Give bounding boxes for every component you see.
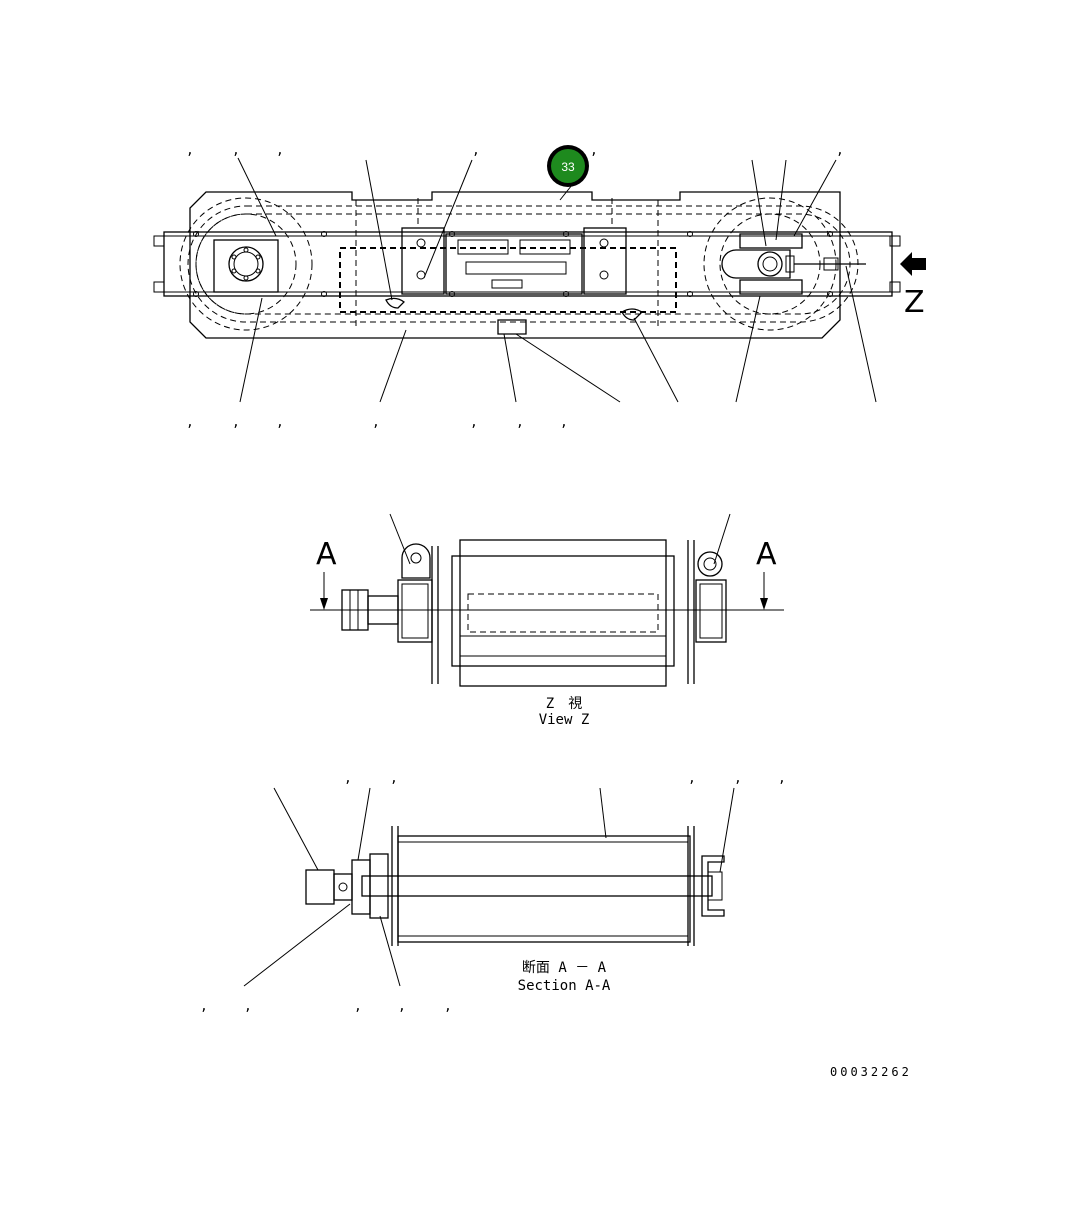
drawing-number: 00032262 [830,1065,912,1079]
svg-text:,: , [590,143,598,158]
svg-text:,: , [836,143,844,158]
top-view: Z 33 , , , , , , , , [153,143,926,430]
svg-text:,: , [200,999,208,1014]
svg-text:,: , [390,771,398,786]
view-z-caption-en: View Z [539,712,590,728]
svg-text:,: , [244,999,252,1014]
callout-33-number: 33 [561,160,575,174]
svg-text:,: , [232,415,240,430]
svg-text:,: , [344,771,352,786]
svg-text:,: , [444,999,452,1014]
section-caption-en: Section A-A [518,978,611,994]
section-top-commas: , , , , , [344,771,786,786]
svg-text:,: , [232,143,240,158]
section-bottom-commas: , , , , , [200,999,452,1014]
svg-text:,: , [688,771,696,786]
section-a-a: 断面 A － A Section A-A , , , , , , , , , , [200,771,786,1014]
view-z-arrow-label: Z [904,285,925,320]
svg-text:,: , [470,415,478,430]
section-caption-jp: 断面 A － A [522,960,607,976]
svg-text:,: , [186,415,194,430]
top-reference-commas: , , , , , , , , [186,143,844,430]
svg-text:,: , [276,143,284,158]
svg-text:,: , [560,415,568,430]
view-z-caption-jp: Z 視 [546,696,582,712]
callout-33[interactable]: 33 [547,145,589,187]
svg-text:,: , [276,415,284,430]
svg-text:,: , [398,999,406,1014]
bottom-reference-commas: , , , , , [276,415,568,430]
svg-text:,: , [354,999,362,1014]
svg-text:,: , [372,415,380,430]
svg-text:,: , [472,143,480,158]
svg-text:,: , [778,771,786,786]
svg-text:,: , [734,771,742,786]
section-marker-left: A [316,537,337,572]
callout-33-fill [551,149,585,183]
view-z: A A Z 視 View Z [310,513,784,728]
section-marker-right: A [756,537,777,572]
svg-text:,: , [186,143,194,158]
view-direction-arrow-icon [900,252,926,276]
svg-text:,: , [516,415,524,430]
